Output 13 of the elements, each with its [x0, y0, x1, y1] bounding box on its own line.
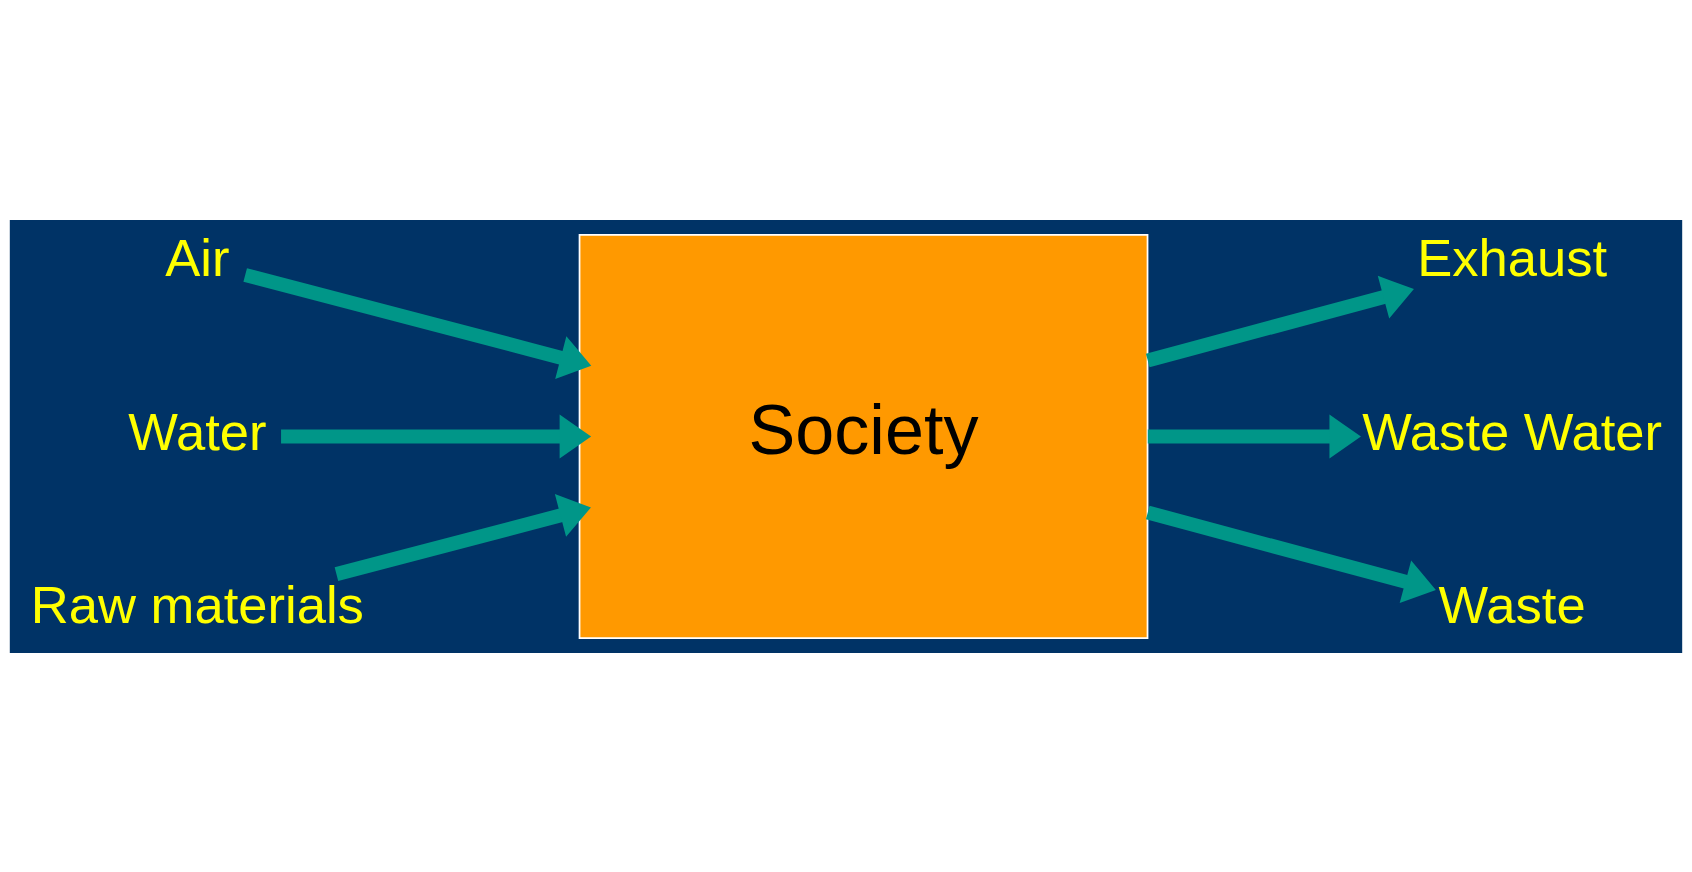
node-box: Society [578, 233, 1149, 639]
node-text: Air [165, 227, 230, 287]
arrow [334, 493, 591, 581]
arrow [1147, 413, 1361, 459]
node-text: Waste Water [1362, 401, 1663, 461]
node-text: Exhaust [1417, 227, 1608, 287]
arrow [1145, 505, 1436, 603]
arrow [1145, 275, 1414, 367]
arrow [243, 267, 592, 379]
node-text: Water [128, 401, 267, 461]
arrow [281, 413, 592, 459]
node-text: Raw materials [30, 574, 364, 634]
node-text: Waste [1438, 574, 1586, 634]
